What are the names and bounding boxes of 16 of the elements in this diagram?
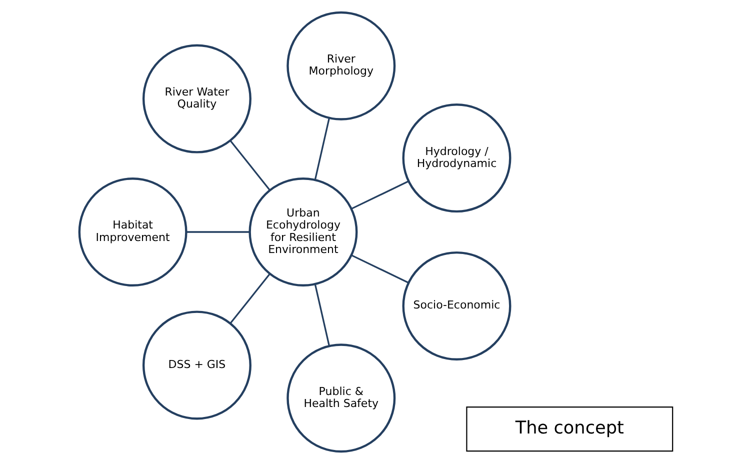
node-circle: River Water Quality xyxy=(142,44,252,154)
node-circle: Habitat Improvement xyxy=(78,178,188,286)
connector xyxy=(314,118,330,180)
connector xyxy=(351,180,409,210)
node-circle: River Morphology xyxy=(286,11,396,120)
connector xyxy=(351,254,409,284)
connector xyxy=(186,231,250,233)
node-box: The concept xyxy=(466,406,674,452)
connector xyxy=(230,140,271,191)
node-circle: DSS + GIS xyxy=(142,310,252,420)
node-circle: Urban Ecohydrology for Resilient Environment xyxy=(248,178,358,286)
connector xyxy=(230,273,271,324)
connector xyxy=(314,284,330,346)
node-circle: Public & Health Safety xyxy=(286,344,396,453)
node-circle: Hydrology / Hydrodynamic xyxy=(402,104,512,213)
node-circle: Socio-Economic xyxy=(402,251,512,360)
